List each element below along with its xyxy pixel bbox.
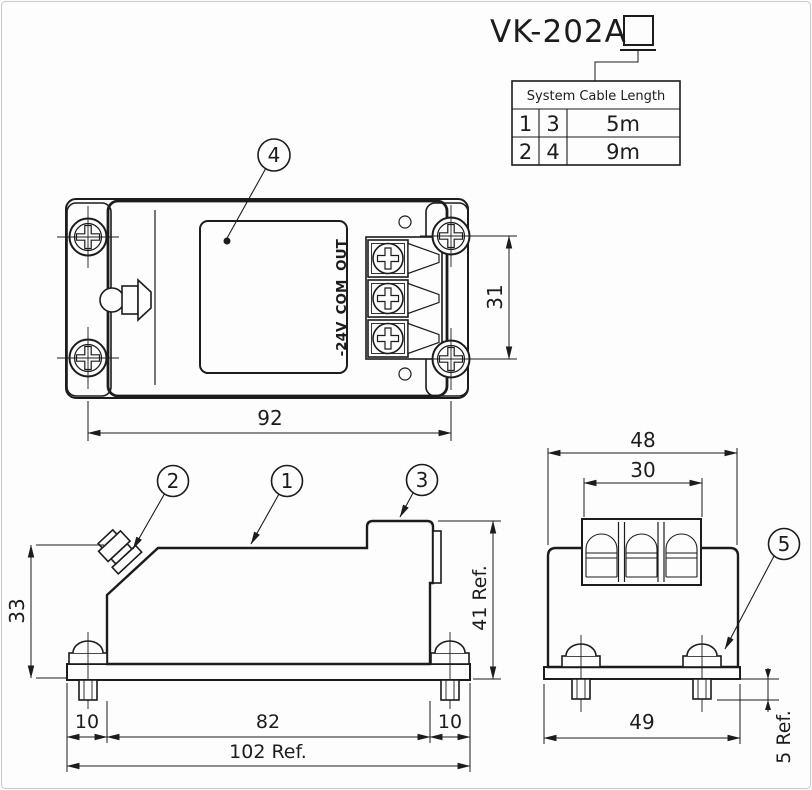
dim-top-width: 48 (547, 428, 738, 545)
table-cell: 2 (519, 140, 532, 164)
left-mount-screw (68, 631, 108, 710)
dim-text: 92 (257, 406, 282, 430)
top-view: OUT COM -24V 31 92 4 (56, 138, 517, 441)
balloon-4: 4 (223, 138, 291, 245)
dim-text: 5 Ref. (773, 710, 795, 764)
table-cell: 1 (519, 112, 532, 136)
model-number: VK-202A (490, 14, 627, 50)
vent-hole (398, 215, 412, 229)
callout-leader-line (594, 50, 639, 81)
model-callout: VK-202A (490, 14, 656, 81)
dim-length-chain: 10 82 10 102 Ref. (66, 683, 471, 772)
terminal-block (365, 236, 443, 360)
label-window (199, 220, 348, 374)
table-cell: 3 (546, 112, 559, 136)
dim-text: 49 (629, 710, 654, 734)
dim-base-width: 49 (543, 684, 741, 744)
push-button (97, 528, 143, 576)
terminal-label-24v: -24V (334, 321, 350, 356)
table-header: System Cable Length (527, 89, 666, 104)
balloon-3: 3 (399, 463, 439, 518)
dim-text: 10 (438, 711, 462, 733)
cable-gland (99, 278, 152, 322)
dim-overall-height: 41 Ref. (438, 520, 501, 680)
terminal-label-com: COM (334, 280, 350, 315)
model-suffix-box (623, 15, 654, 46)
balloon-2: 2 (132, 464, 190, 550)
vent-hole (398, 367, 412, 381)
dim-front-height: 33 (5, 544, 104, 679)
leader-dot (223, 237, 231, 245)
balloon-number: 4 (268, 143, 281, 167)
terminal-cavity (665, 533, 698, 578)
balloon-number: 2 (167, 469, 180, 493)
base-plate (66, 663, 471, 681)
dim-text: 10 (75, 711, 99, 733)
terminal-block-outline (581, 518, 702, 586)
dim-text: 102 Ref. (229, 741, 307, 763)
terminal-cavity (625, 533, 658, 578)
cable-length-table: System Cable Length 1 3 5m 2 4 9m (511, 80, 681, 166)
dim-text: 30 (630, 458, 655, 482)
dim-text: 41 Ref. (469, 565, 491, 631)
side-view: 33 41 Ref. 10 82 10 102 Ref. (5, 463, 501, 772)
housing-profile (105, 519, 435, 666)
table-border (511, 80, 681, 166)
dim-stud-height: 5 Ref. (717, 668, 795, 764)
table-cell: 4 (546, 140, 559, 164)
terminal-block-side-tab (432, 530, 442, 584)
dim-text: 48 (630, 428, 655, 452)
balloon-number: 3 (416, 468, 429, 492)
dim-text: 33 (5, 598, 29, 623)
terminal-block-end (581, 518, 702, 586)
end-view: 48 30 49 5 Ref. 5 (543, 428, 801, 764)
terminal-label-out: OUT (334, 238, 350, 270)
base-plate (543, 666, 741, 680)
left-mount-screw (561, 634, 601, 713)
dim-text: 82 (256, 711, 280, 733)
balloon-1: 1 (250, 464, 304, 545)
dim-terminal-pitch: 31 (471, 235, 517, 360)
dim-mount-width: 92 (87, 401, 452, 441)
table-cell: 9m (606, 140, 640, 164)
table-cell: 5m (606, 112, 640, 136)
right-mount-screw (430, 631, 470, 710)
balloon-number: 5 (778, 532, 791, 556)
dim-terminal-width: 30 (583, 458, 703, 517)
balloon-number: 1 (281, 469, 294, 493)
balloon-5: 5 (724, 527, 801, 650)
dim-text: 31 (483, 284, 507, 309)
right-mount-screw (682, 634, 722, 713)
terminal-cavity (585, 533, 618, 578)
